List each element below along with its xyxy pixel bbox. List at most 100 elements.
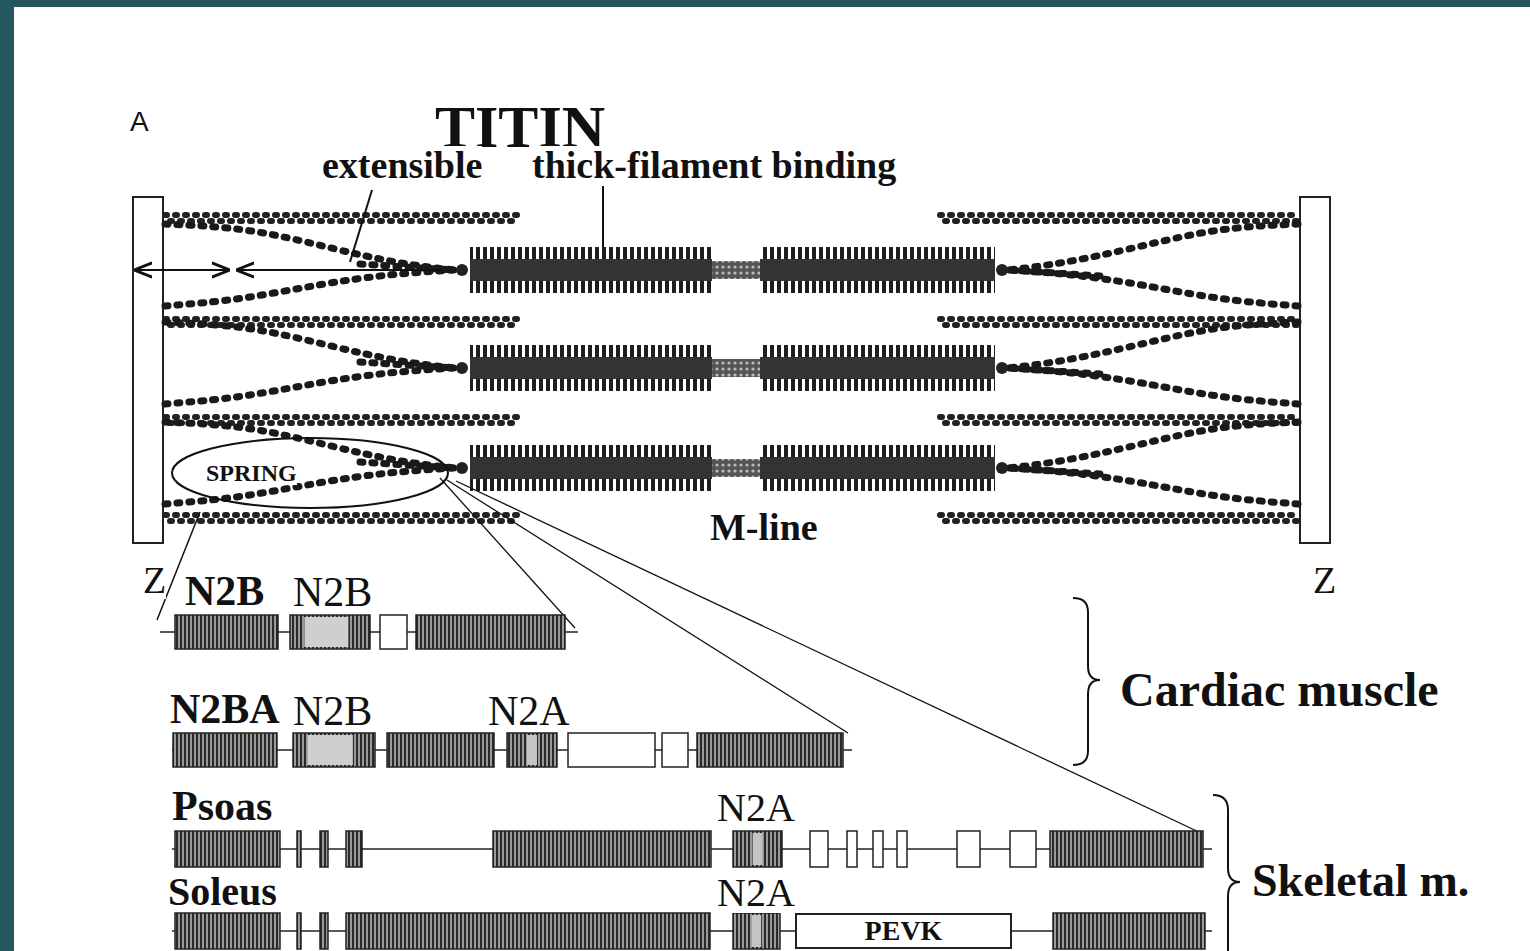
ig-domain-block [733, 913, 780, 949]
actin-filament [940, 515, 1298, 521]
zoom-line [456, 481, 1203, 834]
filament-tip [456, 264, 468, 276]
n2b-unique-region [308, 735, 353, 765]
region-label: thick-filament binding [532, 146, 896, 184]
n2b-unique-region [304, 617, 348, 647]
z-disc-label: Z [143, 561, 166, 599]
myosin-heads [760, 445, 995, 491]
thick-shaft [760, 259, 995, 281]
thick-shaft [760, 457, 995, 479]
actin-strand [165, 218, 520, 224]
leader-line [350, 190, 372, 262]
actin-strand [940, 414, 1298, 420]
domain-name: PEVK [865, 917, 943, 945]
spring-region-ellipse: SPRING [170, 436, 450, 510]
unique-sequence-box [957, 831, 980, 867]
thick-shaft [760, 357, 995, 379]
actin-filament [165, 515, 520, 521]
bare-zone [712, 359, 760, 377]
actin-strand [165, 212, 520, 218]
isoform-name: N2B [185, 570, 264, 612]
titin-chain [165, 368, 455, 404]
actin-strand [940, 212, 1298, 218]
region-label: SPRING [206, 461, 297, 485]
n2a-unique-region [527, 735, 537, 765]
filament-tip [996, 462, 1008, 474]
myosin-heads [470, 247, 712, 293]
curly-brace [1073, 598, 1100, 765]
filament-tip [456, 362, 468, 374]
bare-zone [712, 261, 760, 279]
titin-chain [1008, 224, 1298, 270]
ig-domain-block [175, 913, 280, 949]
ig-domain-block [346, 831, 362, 867]
ig-domain-block [1053, 913, 1205, 949]
unique-sequence-box [810, 831, 828, 867]
thick-shaft [470, 259, 712, 281]
panel-letter: A [130, 108, 149, 136]
unique-sequence-box [847, 831, 857, 867]
z-disc [1300, 197, 1330, 543]
unique-sequence-box [662, 733, 688, 767]
titin-chain [1008, 322, 1298, 368]
ig-domain-block [697, 733, 843, 767]
actin-strand [165, 316, 520, 322]
actin-strand [940, 218, 1298, 224]
unique-sequence-box [897, 831, 907, 867]
filament-tip [456, 462, 468, 474]
ig-domain-block [320, 831, 328, 867]
spring-outline [172, 438, 448, 508]
pevk-domain-box: PEVK [795, 913, 1012, 949]
titin-chain [165, 322, 455, 368]
ig-domain-block [297, 831, 301, 867]
myosin-heads [760, 247, 995, 293]
myosin-heads [760, 345, 995, 391]
actin-strand [165, 512, 520, 518]
ig-domain-block [290, 615, 370, 649]
ig-domain-block [1050, 831, 1203, 867]
titin-chain [1008, 468, 1298, 504]
actin-strand [165, 518, 520, 524]
titin-isoform-bar [172, 913, 1212, 949]
ig-domain-block [173, 733, 277, 767]
z-disc [133, 197, 163, 543]
dimension-arrow [136, 269, 228, 271]
titin-chain [1008, 368, 1100, 374]
ig-domain-block [416, 615, 565, 649]
actin-strand [940, 316, 1298, 322]
region-label: extensible [322, 146, 482, 184]
ig-domain-block [175, 615, 278, 649]
filament-tip [996, 362, 1008, 374]
titin-chain [1008, 270, 1100, 276]
actin-strand [940, 512, 1298, 518]
domain-label: N2A [717, 873, 795, 913]
unique-sequence-box [873, 831, 883, 867]
muscle-name: Soleus [168, 872, 277, 912]
curly-brace [1213, 795, 1240, 951]
titin-chain [1008, 422, 1298, 468]
unique-sequence-box [1010, 831, 1036, 867]
muscle-name: Psoas [172, 785, 272, 827]
dimension-arrow [238, 269, 442, 271]
n2a-unique-region [753, 833, 763, 865]
n2a-unique-region [752, 915, 761, 947]
actin-filament [165, 215, 520, 221]
ig-domain-block [175, 831, 280, 867]
domain-label: N2A [717, 788, 795, 828]
z-disc-label: Z [1313, 561, 1336, 599]
ig-domain-block [507, 733, 557, 767]
titin-chain [165, 270, 455, 306]
group-label: Cardiac muscle [1120, 666, 1439, 714]
thick-shaft [470, 357, 712, 379]
titin-isoform-bar [160, 615, 578, 649]
unique-sequence-box [568, 733, 655, 767]
zoom-line [447, 480, 848, 733]
actin-filament [940, 215, 1298, 221]
myosin-heads [470, 345, 712, 391]
leader-line [602, 186, 604, 248]
zoom-line [440, 478, 575, 628]
ig-domain-block [293, 733, 375, 767]
actin-filament [940, 417, 1298, 423]
bare-zone [712, 459, 760, 477]
